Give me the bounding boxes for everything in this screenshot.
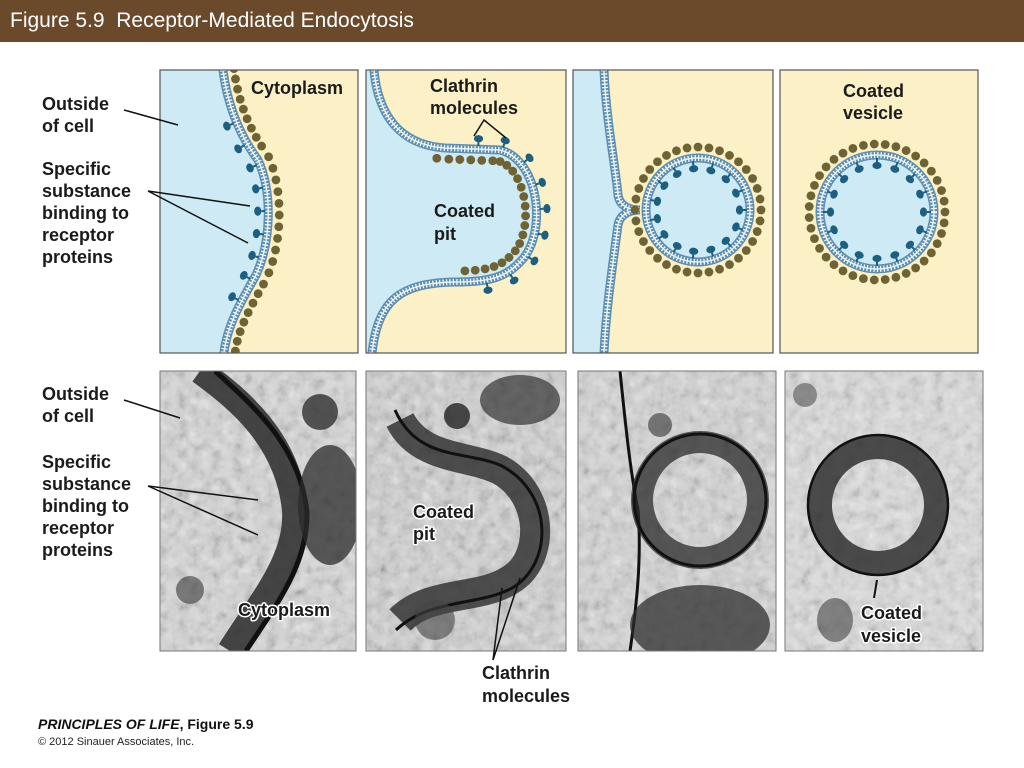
vesicle-line-1: Coated xyxy=(843,81,904,101)
substance-line-4: receptor xyxy=(42,225,114,245)
micrograph-label-specific-substance: Specific substance binding to receptor p… xyxy=(42,452,131,560)
em-pit-line-2: pit xyxy=(413,524,435,544)
micrograph-panel-3 xyxy=(577,370,777,652)
figure-title: Figure 5.9 Receptor-Mediated Endocytosis xyxy=(10,9,414,32)
substance-line-3: binding to xyxy=(42,203,129,223)
em-outside-line-1: Outside xyxy=(42,384,109,404)
diagram-panel-1 xyxy=(159,69,359,354)
pointer-clathrin-bottom-a xyxy=(492,587,503,661)
pointer-substance-bottom-a xyxy=(147,485,259,501)
em-pit-line-1: Coated xyxy=(413,502,474,522)
micrograph-label-coated-vesicle: Coated vesicle xyxy=(860,602,924,648)
pointer-outside-bottom xyxy=(123,399,181,419)
pointer-substance-top-b xyxy=(147,190,249,244)
pointer-clathrin-top xyxy=(473,118,507,139)
pit-line-2: pit xyxy=(434,224,456,244)
micrograph-label-cytoplasm: Cytoplasm xyxy=(238,600,330,620)
em-substance-line-1: Specific xyxy=(42,452,111,472)
pointer-vesicle-bottom xyxy=(873,579,878,599)
clathrin-line-2: molecules xyxy=(430,98,518,118)
outside-line-1: Outside xyxy=(42,94,109,114)
substance-line-2: substance xyxy=(42,181,131,201)
em-vesicle-line-1: Coated xyxy=(861,603,922,623)
vesicle-line-2: vesicle xyxy=(843,103,903,123)
pointer-substance-top-a xyxy=(147,190,251,207)
substance-line-1: Specific xyxy=(42,159,111,179)
diagram-label-coated-pit: Coated pit xyxy=(434,201,495,244)
em-clathrin-line-1: Clathrin xyxy=(482,663,550,683)
em-substance-line-4: receptor xyxy=(42,518,114,538)
diagram-panel-3 xyxy=(572,69,774,354)
em-clathrin-line-2: molecules xyxy=(482,686,570,706)
em-substance-line-2: substance xyxy=(42,474,131,494)
micrograph-label-outside-of-cell: Outside of cell xyxy=(42,384,109,426)
micrograph-label-clathrin: Clathrin molecules xyxy=(482,663,570,706)
title-bar: Figure 5.9 Receptor-Mediated Endocytosis xyxy=(0,0,1024,42)
diagram-label-outside-of-cell: Outside of cell xyxy=(42,94,109,136)
diagram-label-cytoplasm: Cytoplasm xyxy=(251,78,343,98)
micrograph-label-coated-pit: Coated pit xyxy=(412,501,476,546)
credit-title: PRINCIPLES OF LIFE, Figure 5.9 xyxy=(38,716,254,732)
credit-copyright: © 2012 Sinauer Associates, Inc. xyxy=(38,736,195,748)
diagram-label-clathrin: Clathrin molecules xyxy=(430,76,518,118)
diagram-label-specific-substance: Specific substance binding to receptor p… xyxy=(42,159,131,267)
pointer-clathrin-bottom-b xyxy=(492,577,521,661)
diagram-label-coated-vesicle: Coated vesicle xyxy=(843,81,904,123)
pointer-substance-bottom-b xyxy=(147,485,259,536)
em-substance-line-3: binding to xyxy=(42,496,129,516)
clathrin-line-1: Clathrin xyxy=(430,76,498,96)
em-outside-line-2: of cell xyxy=(42,406,94,426)
em-vesicle-line-2: vesicle xyxy=(861,626,921,646)
credit-book: PRINCIPLES OF LIFE xyxy=(38,716,180,732)
em-substance-line-5: proteins xyxy=(42,540,113,560)
pointer-outside-top xyxy=(123,109,179,126)
micrograph-panel-1 xyxy=(159,370,357,652)
credit-figure: , Figure 5.9 xyxy=(179,716,254,732)
substance-line-5: proteins xyxy=(42,247,113,267)
outside-line-2: of cell xyxy=(42,116,94,136)
pit-line-1: Coated xyxy=(434,201,495,221)
diagram-panel-4 xyxy=(779,69,979,354)
diagram-panel-2 xyxy=(365,69,567,354)
micrograph-panel-4 xyxy=(784,370,984,652)
micrograph-panel-2 xyxy=(365,370,567,652)
